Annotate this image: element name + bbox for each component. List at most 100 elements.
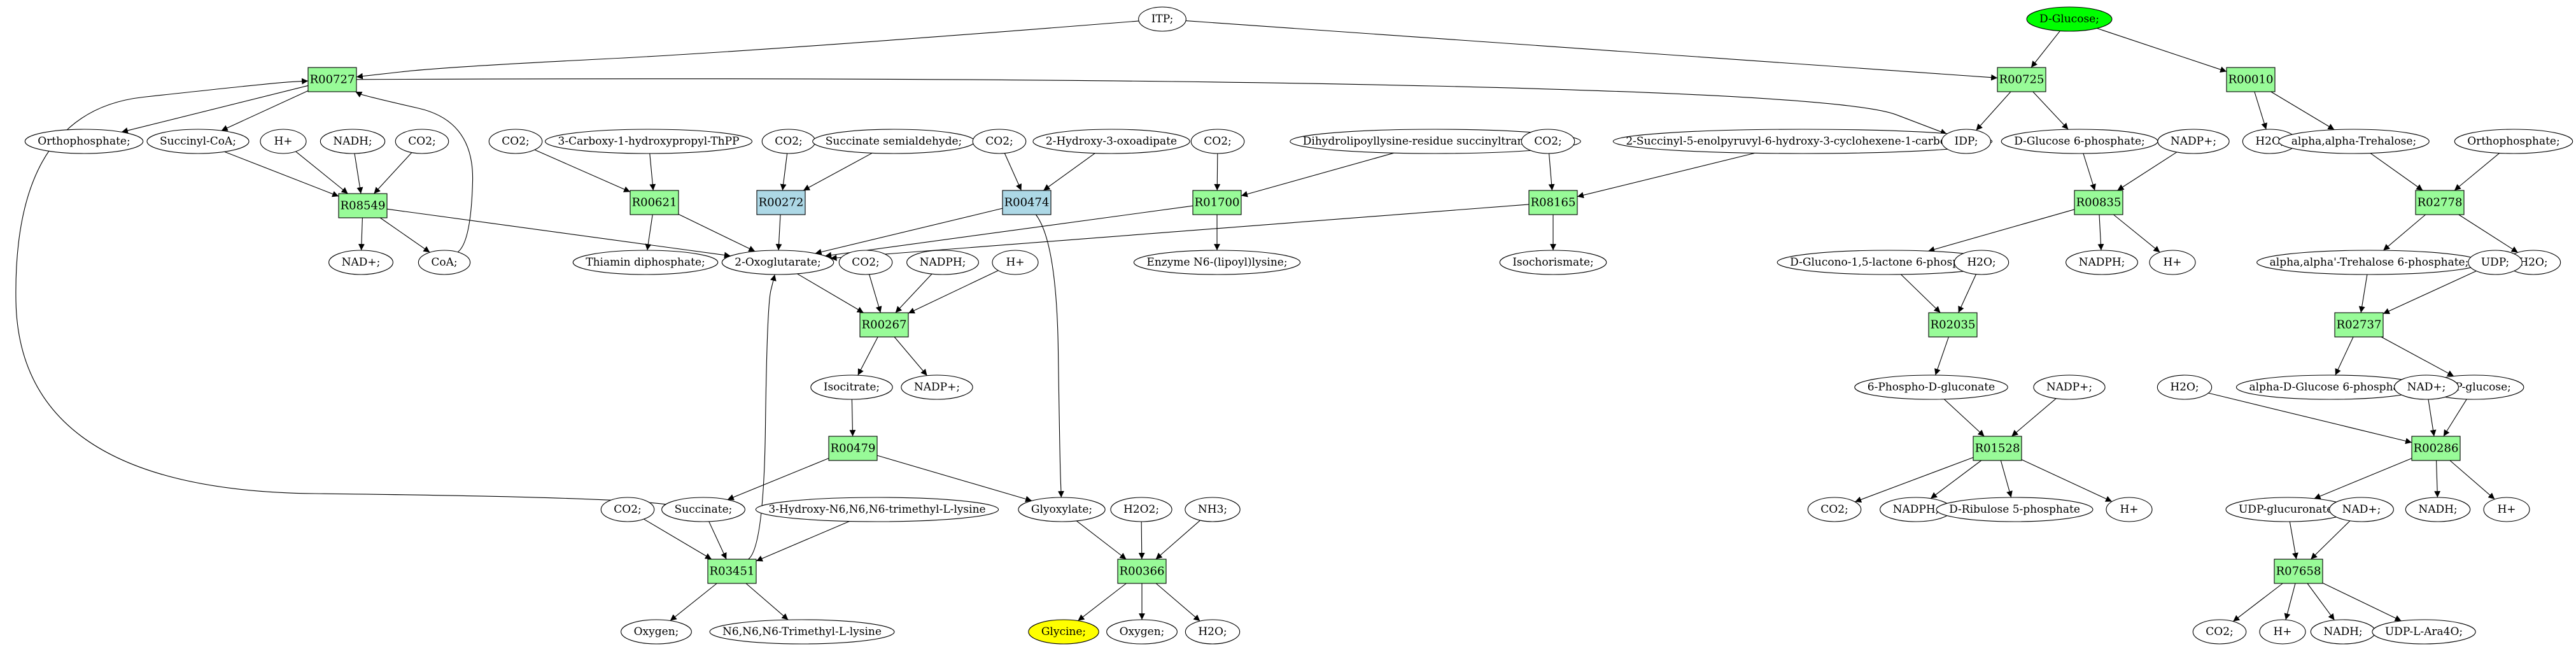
reaction-node[interactable]: R00272 bbox=[756, 190, 806, 215]
reaction-label: R00010 bbox=[2228, 73, 2274, 87]
compound-node[interactable]: CoA; bbox=[418, 250, 471, 275]
reaction-node[interactable]: R01700 bbox=[1192, 190, 1242, 215]
compound-node[interactable]: H+ bbox=[992, 250, 1039, 275]
compound-node[interactable]: Glyoxylate; bbox=[1018, 497, 1106, 522]
compound-node[interactable]: H+ bbox=[2483, 497, 2530, 522]
reaction-node[interactable]: R01528 bbox=[1973, 436, 2022, 461]
reaction-node[interactable]: R00621 bbox=[630, 190, 679, 215]
reaction-node[interactable]: R00286 bbox=[2411, 436, 2461, 461]
compound-node[interactable]: CO2; bbox=[1807, 497, 1862, 522]
compound-node[interactable]: CO2; bbox=[838, 250, 893, 275]
compound-node[interactable]: NH3; bbox=[1185, 497, 1241, 522]
reaction-node[interactable]: R00010 bbox=[2226, 67, 2276, 92]
reaction-box bbox=[1002, 190, 1052, 215]
compound-node[interactable]: ITP; bbox=[1138, 6, 1186, 32]
compound-node[interactable]: D-Glucose; bbox=[2026, 6, 2113, 32]
compound-node[interactable]: CO2; bbox=[395, 129, 449, 154]
reaction-node[interactable]: R02035 bbox=[1928, 312, 1978, 338]
edge-R03451-to-oxygen_a bbox=[670, 583, 717, 621]
compound-node[interactable]: NADH; bbox=[2405, 497, 2471, 522]
compound-node[interactable]: NADH; bbox=[320, 129, 386, 154]
edge-trehalose6p-to-R02737 bbox=[2358, 274, 2368, 313]
compound-node[interactable]: CO2; bbox=[488, 129, 543, 154]
compound-node[interactable]: D-Glucose 6-phosphate; bbox=[2001, 129, 2158, 154]
compound-label: D-Glucose 6-phosphate; bbox=[2014, 135, 2145, 148]
reaction-node[interactable]: R02737 bbox=[2334, 312, 2384, 338]
compound-node[interactable]: H+ bbox=[2259, 619, 2306, 645]
compound-node[interactable]: CO2; bbox=[600, 497, 655, 522]
compound-node[interactable]: CO2; bbox=[1190, 129, 1245, 154]
compound-node[interactable]: UDP-glucuronate; bbox=[2225, 497, 2350, 522]
compound-node[interactable]: H+ bbox=[260, 129, 307, 154]
compound-node[interactable]: NAD+; bbox=[2394, 374, 2459, 400]
compound-node[interactable]: IDP; bbox=[1941, 129, 1992, 154]
compound-node[interactable]: H+ bbox=[2149, 250, 2196, 275]
compound-node[interactable]: D-Ribulose 5-phosphate bbox=[1936, 497, 2094, 522]
compound-node[interactable]: Oxygen; bbox=[621, 619, 692, 645]
compound-node[interactable]: 3-Hydroxy-N6,N6,N6-trimethyl-L-lysine bbox=[755, 497, 999, 522]
compound-label: H2O; bbox=[1198, 625, 1227, 638]
compound-node[interactable]: UDP-L-Ara4O; bbox=[2372, 619, 2476, 645]
compound-node[interactable]: CO2; bbox=[761, 129, 816, 154]
reaction-node[interactable]: R08165 bbox=[1528, 190, 1578, 215]
compound-node[interactable]: UDP; bbox=[2468, 250, 2523, 275]
reaction-node[interactable]: R00267 bbox=[859, 312, 909, 338]
compound-node[interactable]: Orthophosphate; bbox=[2454, 129, 2573, 154]
reaction-node[interactable]: R02778 bbox=[2415, 190, 2465, 215]
reaction-node[interactable]: R00479 bbox=[828, 436, 878, 461]
reaction-node[interactable]: R00474 bbox=[1002, 190, 1052, 215]
compound-node[interactable]: Enzyme N6-(lipoyl)lysine; bbox=[1133, 250, 1301, 275]
compound-node[interactable]: H2O; bbox=[2157, 374, 2213, 400]
compound-node[interactable]: Orthophosphate; bbox=[24, 129, 144, 154]
compound-node[interactable]: 2-Oxoglutarate; bbox=[721, 250, 834, 275]
compound-node[interactable]: N6,N6,N6-Trimethyl-L-lysine bbox=[709, 619, 895, 645]
edge-R00479-to-succinate bbox=[727, 458, 829, 501]
reaction-box bbox=[2074, 190, 2123, 215]
edge-dglucose-to-R00010 bbox=[2097, 27, 2227, 73]
compound-node[interactable]: alpha,alpha'-Trehalose 6-phosphate; bbox=[2256, 250, 2482, 275]
compound-node[interactable]: NADH; bbox=[2310, 619, 2376, 645]
reaction-node[interactable]: R03451 bbox=[707, 559, 757, 584]
compound-node[interactable]: 2-Succinyl-5-enolpyruvyl-6-hydroxy-3-cyc… bbox=[1612, 129, 1993, 154]
compound-node[interactable]: H+ bbox=[2106, 497, 2153, 522]
compound-node[interactable]: NADPH; bbox=[2066, 250, 2138, 275]
compound-label: NADH; bbox=[2418, 503, 2457, 516]
compound-node[interactable]: CO2; bbox=[1521, 129, 1575, 154]
compound-node[interactable]: 3-Carboxy-1-hydroxypropyl-ThPP bbox=[544, 129, 753, 154]
compound-node[interactable]: H2O2; bbox=[1110, 497, 1172, 522]
compound-node[interactable]: NAD+; bbox=[328, 250, 393, 275]
compound-node[interactable]: H2O; bbox=[2505, 250, 2561, 275]
reaction-node[interactable]: R08549 bbox=[338, 193, 388, 218]
compound-node[interactable]: 2-Hydroxy-3-oxoadipate bbox=[1032, 129, 1190, 154]
compound-node[interactable]: NADPH; bbox=[1880, 497, 1952, 522]
compound-node[interactable]: NADPH; bbox=[906, 250, 979, 275]
compound-node[interactable]: Thiamin diphosphate; bbox=[572, 250, 719, 275]
compound-node[interactable]: CO2; bbox=[2192, 619, 2247, 645]
compound-node[interactable]: CO2; bbox=[972, 129, 1027, 154]
compound-node[interactable]: Oxygen; bbox=[1106, 619, 1178, 645]
reaction-node[interactable]: R00725 bbox=[1997, 67, 2046, 92]
compound-node[interactable]: Dihydrolipoyllysine-residue succinyltran… bbox=[1290, 129, 1581, 154]
compound-node[interactable]: H2O; bbox=[1185, 619, 1241, 645]
reaction-node[interactable]: R00835 bbox=[2074, 190, 2123, 215]
compound-node[interactable]: Isocitrate; bbox=[810, 374, 893, 400]
compound-node[interactable]: NAD+; bbox=[2329, 497, 2394, 522]
compound-node[interactable]: D-Glucono-1,5-lactone 6-phosphate; bbox=[1777, 250, 2001, 275]
compound-node[interactable]: alpha-D-Glucose 6-phosphate bbox=[2235, 374, 2424, 400]
compound-ellipse bbox=[1106, 619, 1178, 645]
compound-node[interactable]: Succinyl-CoA; bbox=[146, 129, 250, 154]
compound-node[interactable]: Succinate; bbox=[661, 497, 745, 522]
compound-node[interactable]: Glycine; bbox=[1028, 619, 1099, 645]
reaction-node[interactable]: R07658 bbox=[2274, 559, 2323, 584]
compound-node[interactable]: NADP+; bbox=[901, 374, 973, 400]
reaction-node[interactable]: R00366 bbox=[1117, 559, 1167, 584]
compound-node[interactable]: H2O; bbox=[2242, 129, 2298, 154]
reaction-node[interactable]: R00727 bbox=[307, 67, 357, 92]
compound-node[interactable]: Isochorismate; bbox=[1499, 250, 1607, 275]
compound-node[interactable]: H2O; bbox=[1953, 250, 2009, 275]
compound-node[interactable]: Succinate semialdehyde; bbox=[812, 129, 975, 154]
compound-node[interactable]: 6-Phospho-D-gluconate bbox=[1854, 374, 2008, 400]
compound-node[interactable]: NADP+; bbox=[2157, 129, 2230, 154]
compound-node[interactable]: alpha,alpha-Trehalose; bbox=[2278, 129, 2430, 154]
compound-node[interactable]: NADP+; bbox=[2033, 374, 2106, 400]
